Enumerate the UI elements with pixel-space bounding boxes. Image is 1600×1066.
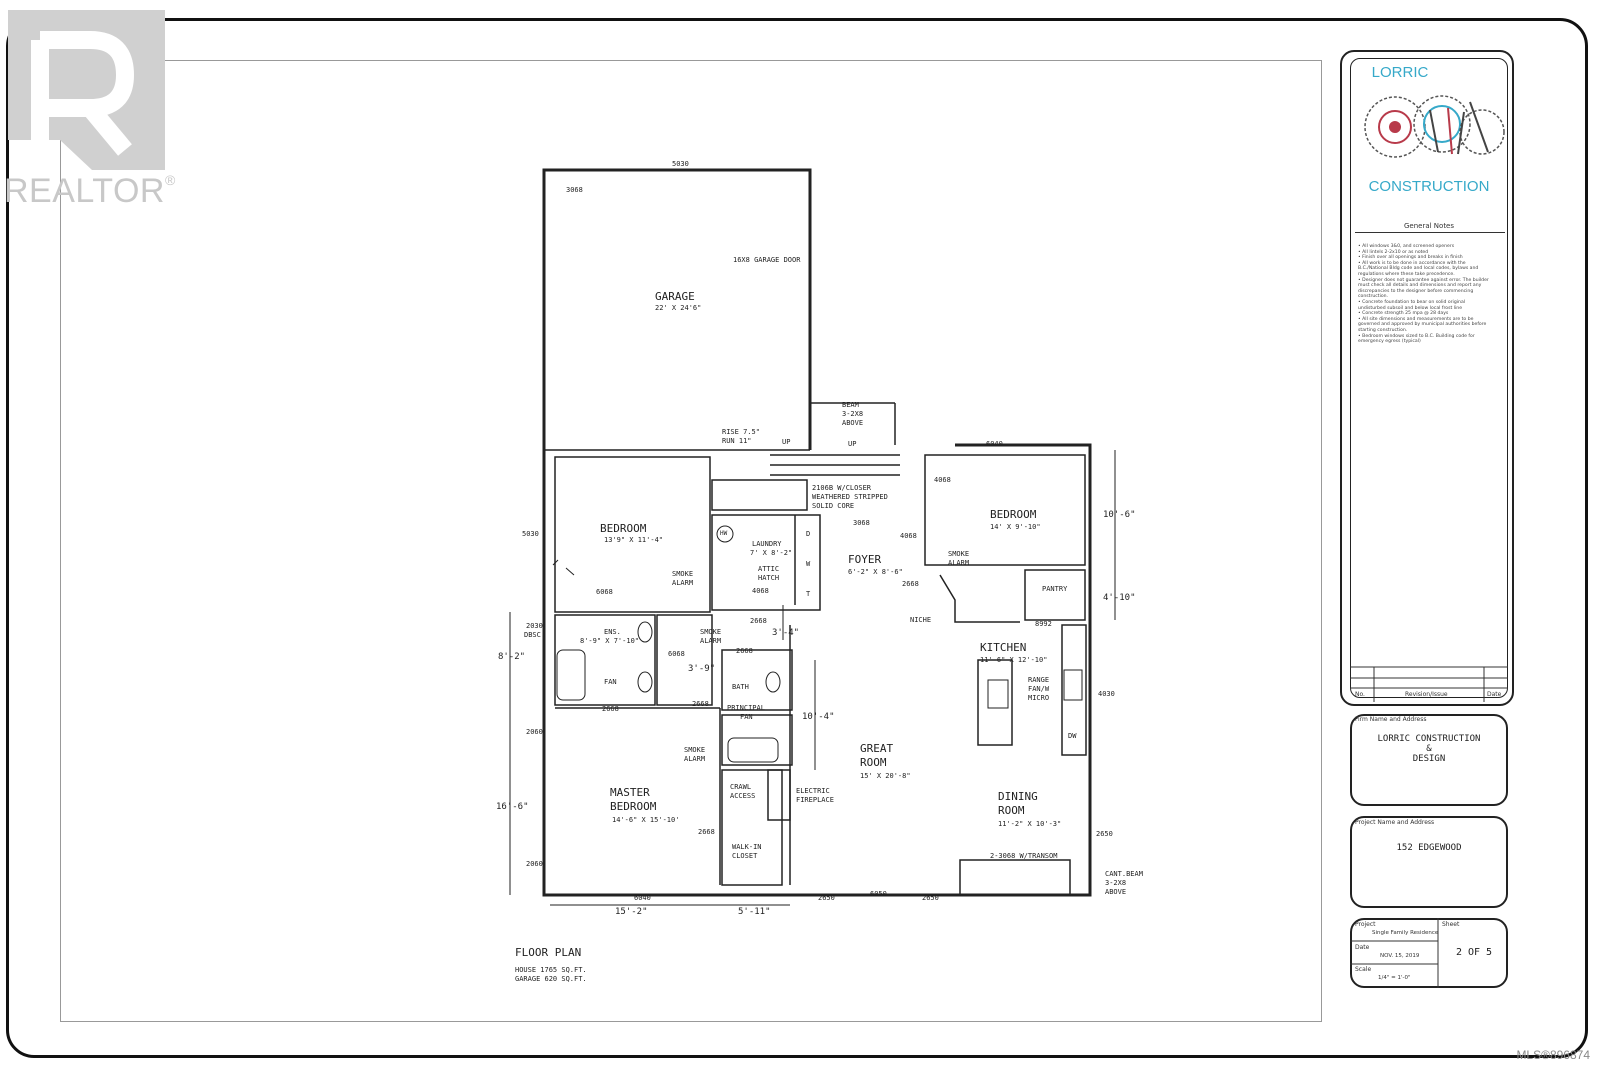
project-label: Project Name and Address [1355,819,1435,826]
scale-label: Scale [1355,966,1372,973]
note-line: B.C./National Bldg code and local codes,… [1358,266,1479,272]
project-box [1350,816,1508,908]
sheet-label: Sheet [1442,921,1460,928]
note-line: regulations where these take precedence. [1358,271,1455,277]
note-line: • Bedroom windows sized to B.C. Building… [1358,333,1475,339]
realtor-logo-icon [8,10,165,170]
note-line: discrepancies to the designer before com… [1358,288,1474,294]
note-line: • Finish over all openings and breaks in… [1358,255,1463,261]
project-type-label: Project [1355,921,1376,928]
revision-issue-header: Revision/Issue [1405,691,1448,698]
sheet-info-box [1350,918,1508,988]
sheet-number: 2 OF 5 [1455,947,1493,958]
note-line: • Concrete strength 25 mpa @ 28 days [1358,311,1449,317]
revision-table [1350,666,1508,702]
firm-line-2: & [1426,744,1432,754]
saw-blade-logo-icon [1364,95,1505,158]
note-line: governed and approved by municipal autho… [1358,322,1487,328]
walls [542,168,1092,897]
notes-divider-top [1355,232,1505,233]
note-line: • Designer does not guarantee against er… [1358,277,1489,283]
note-line: • All site dimensions and measurements a… [1358,316,1474,322]
firm-line-1: LORRIC CONSTRUCTION [1377,734,1481,744]
note-line: starting construction. [1358,327,1408,333]
fixtures [552,525,1083,763]
general-notes-title: General Notes [1403,222,1455,230]
note-line: emergency egress (typical) [1358,339,1421,345]
project-address: 152 EDGEWOOD [1396,843,1462,853]
notes-inner-frame [1350,58,1508,698]
company-name-top: LORRIC [1371,64,1429,81]
scale-value: 1/4" = 1'-0" [1378,975,1411,981]
project-type: Single Family Residence [1372,930,1439,936]
date-label: Date [1355,944,1370,951]
realtor-watermark: REALTOR® [4,172,176,210]
date-value: NOV. 15, 2019 [1380,953,1420,959]
company-name-bottom: CONSTRUCTION [1368,178,1490,195]
note-line: • All lintels 2-2x10 or as noted [1358,249,1429,255]
general-notes-list: • All windows 3&0, and screened openers … [1358,244,1508,345]
sheet-info-grid [1350,918,1439,988]
drawing-sheet-border [6,18,1588,1058]
revision-date-header: Date [1487,691,1502,698]
plan-frame [60,60,1322,1022]
firm-label: Firm Name and Address [1355,716,1427,723]
note-line: • All windows 3&0, and screened openers [1358,244,1455,249]
note-line: must check all details and dimensions an… [1358,283,1482,289]
note-line: • Concrete foundation to bear on solid o… [1358,299,1466,305]
firm-box [1350,714,1508,806]
revision-no-header: No. [1355,691,1365,698]
note-line: undisturbed subsoil and below local fros… [1358,305,1463,311]
mls-number: MLS®896874 [1516,1048,1590,1062]
firm-line-3: DESIGN [1412,754,1446,764]
note-line: construction. [1358,294,1389,300]
dimension-lines [509,450,1116,906]
note-line: • All work is to be done in accordance w… [1358,260,1466,266]
